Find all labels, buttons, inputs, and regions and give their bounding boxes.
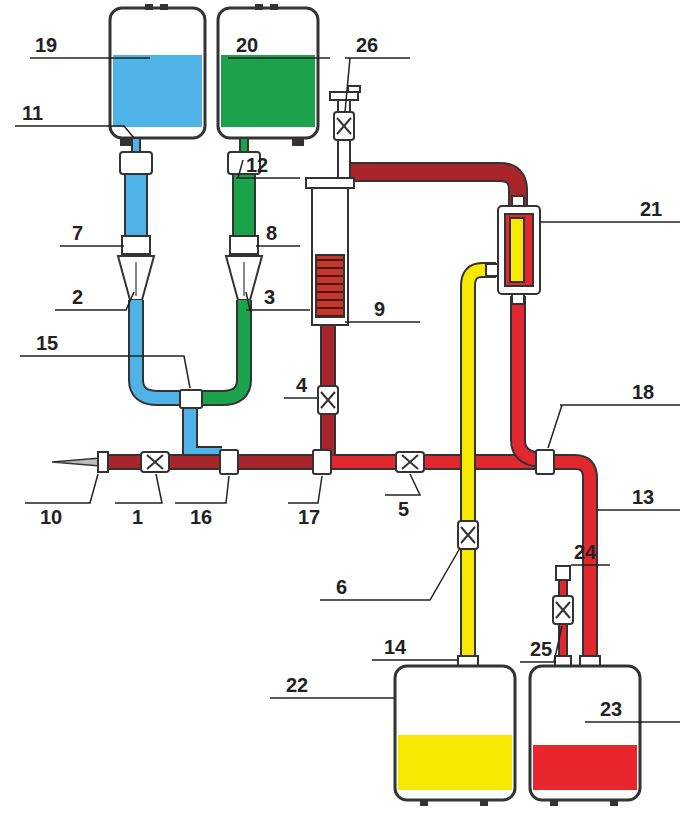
callout-number: 22 xyxy=(286,674,308,696)
separator-unit xyxy=(486,196,540,304)
callout-number: 13 xyxy=(632,486,654,508)
vent-cap xyxy=(556,566,570,580)
callout-number: 7 xyxy=(72,222,83,244)
callout-number: 21 xyxy=(640,198,662,220)
callout-number: 15 xyxy=(36,332,58,354)
tubing xyxy=(106,172,590,668)
drip-chamber xyxy=(118,138,154,300)
solution-bag xyxy=(218,4,318,146)
callout-number: 2 xyxy=(72,286,83,308)
roller-clamp xyxy=(141,112,573,624)
callout-number: 20 xyxy=(236,34,258,56)
callout-number: 11 xyxy=(22,102,43,124)
filter-housing xyxy=(306,86,360,325)
callout-number: 14 xyxy=(384,636,406,658)
needle xyxy=(52,452,108,472)
callout-number: 24 xyxy=(574,541,596,563)
callout-number: 5 xyxy=(398,498,409,520)
callout-number: 18 xyxy=(632,381,654,403)
callout-number: 26 xyxy=(356,34,378,56)
callout-number: 17 xyxy=(298,506,320,528)
callout-number: 16 xyxy=(190,506,212,528)
callout-number: 9 xyxy=(374,298,385,320)
callout-number: 10 xyxy=(40,506,62,528)
connector xyxy=(180,390,554,474)
callout-number: 8 xyxy=(266,222,277,244)
callout-number: 1 xyxy=(132,506,143,528)
callout-number: 12 xyxy=(246,154,268,176)
leader-line xyxy=(15,58,680,722)
callout-number: 3 xyxy=(264,286,275,308)
callout-number: 19 xyxy=(35,34,57,56)
solution-bag xyxy=(110,4,205,146)
callout-number: 4 xyxy=(296,374,307,396)
collection-bag xyxy=(530,656,640,806)
callout-number: 25 xyxy=(530,638,552,660)
callout-number: 6 xyxy=(336,576,347,598)
callout-number: 23 xyxy=(600,698,622,720)
collection-bag xyxy=(395,656,515,806)
